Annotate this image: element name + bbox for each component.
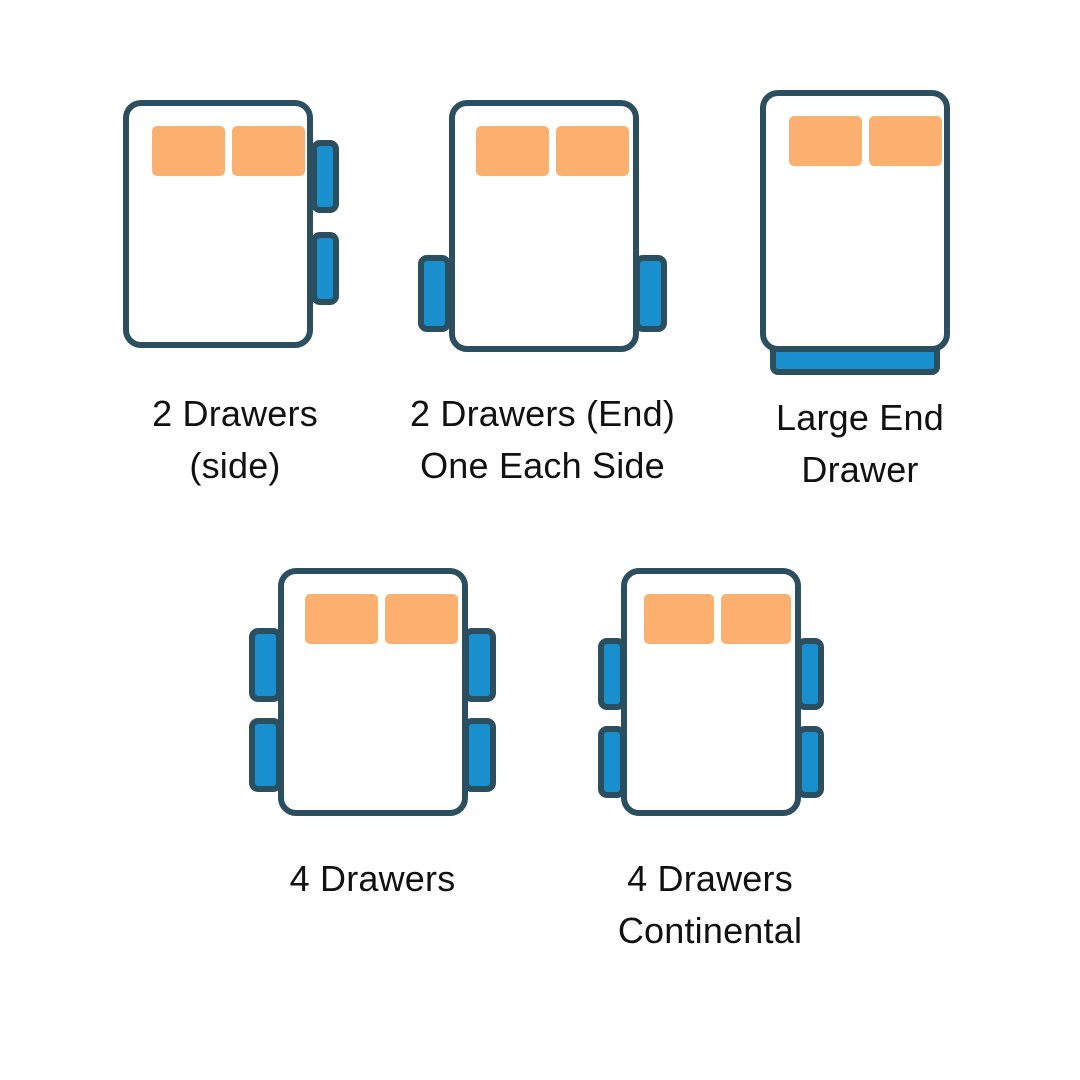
drawer-right-top[interactable] [311,140,339,213]
drawer-right-bottom[interactable] [311,232,339,305]
mattress [123,100,313,348]
mattress [621,568,801,816]
mattress [449,100,639,352]
pillow-left [476,126,549,176]
pillow-right [385,594,458,644]
bed-option-label-four-drawers-continental: 4 Drawers Continental [617,858,803,952]
pillow-left [152,126,225,176]
bed-option-label-two-drawers-end: 2 Drawers (End) One Each Side [409,393,676,487]
mattress [760,90,950,352]
bed-diagram-large-end-drawer [750,80,970,380]
drawer-right-bottom[interactable] [463,718,496,792]
bed-diagram-two-drawers-end [405,90,680,375]
pillow-right [869,116,942,166]
bed-option-two-drawers-side[interactable]: 2 Drawers (side) [110,90,360,510]
pillow-right [556,126,629,176]
pillow-right [721,594,791,644]
mattress [278,568,468,816]
bed-option-large-end-drawer[interactable]: Large End Drawer [750,80,970,510]
bed-diagram-two-drawers-side [110,90,360,370]
pillow-left [305,594,378,644]
bed-option-label-four-drawers: 4 Drawers [289,858,456,899]
bed-diagram-four-drawers-continental [580,558,840,828]
bed-diagram-four-drawers [240,558,505,828]
bed-option-label-two-drawers-side: 2 Drawers (side) [152,393,318,487]
bed-option-four-drawers[interactable]: 4 Drawers [240,558,505,958]
pillow-right [232,126,305,176]
drawer-left-end[interactable] [418,255,451,332]
pillow-left [644,594,714,644]
bed-option-label-large-end-drawer: Large End Drawer [776,397,944,491]
bed-option-four-drawers-continental[interactable]: 4 Drawers Continental [580,558,840,958]
pillow-left [789,116,862,166]
bed-option-two-drawers-end[interactable]: 2 Drawers (End) One Each Side [405,90,680,510]
